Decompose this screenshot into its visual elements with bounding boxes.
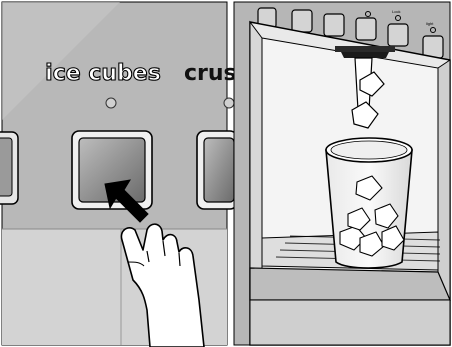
ice-cubes-indicator-light [106, 98, 116, 108]
crushed-indicator-light [224, 98, 234, 108]
left-panel: ice cubes crus [0, 0, 237, 347]
ice-cubes-label: ice cubes [45, 61, 161, 86]
crushed-ice-label-partial: crus [184, 61, 237, 86]
left-adjacent-button[interactable] [0, 132, 18, 204]
light-label: light [426, 21, 434, 26]
control-button[interactable] [356, 18, 376, 40]
control-button[interactable] [324, 14, 344, 36]
glass-icon [326, 138, 412, 268]
right-panel: Lock light [234, 2, 450, 345]
control-button[interactable] [292, 10, 312, 32]
crushed-ice-button[interactable] [197, 131, 237, 209]
lock-label: Lock [392, 9, 400, 14]
control-button[interactable] [388, 24, 408, 46]
